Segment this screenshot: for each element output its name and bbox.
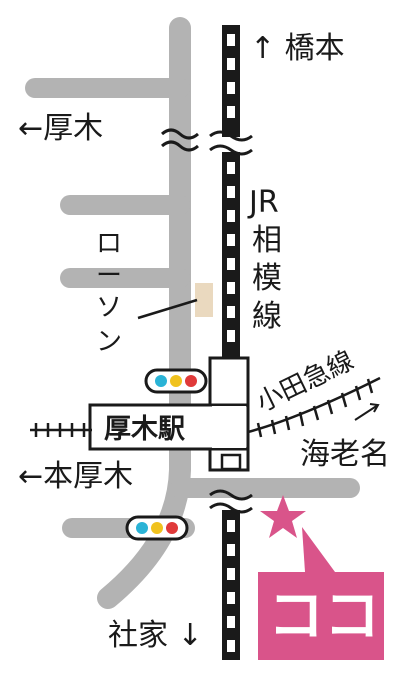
signal-red-light (185, 375, 197, 387)
here-box (258, 572, 384, 660)
traffic-signal-south (125, 515, 189, 541)
label-here: ココ (268, 584, 380, 649)
station-building[interactable] (88, 356, 253, 514)
destination-marker[interactable] (258, 495, 384, 660)
signal-yellow-light (170, 375, 182, 387)
lawson-building[interactable] (195, 283, 213, 317)
label-jr-2: 相 (252, 223, 282, 258)
jr-sagami-line[interactable] (209, 25, 253, 660)
signal-red-light (166, 522, 178, 534)
label-jr-3: 模 (252, 261, 282, 296)
label-lawson-3: ソ (96, 293, 122, 323)
star-icon (260, 495, 306, 538)
label-hashimoto: ↑ 橋本 (250, 31, 345, 66)
odakyu-line[interactable] (30, 376, 381, 438)
road-break-marks (161, 128, 199, 152)
signal-yellow-light (151, 522, 163, 534)
map-labels: ↑ 橋本 ←厚木 JR 相 模 線 ロ ー ソ ン 厚木駅 小田急線 海老名 ←… (18, 31, 390, 653)
label-lawson-4: ン (96, 327, 122, 357)
lawson-leader-line (137, 298, 198, 320)
label-lawson-2: ー (96, 261, 122, 291)
label-hon-atsugi: ←本厚木 (18, 459, 133, 494)
label-odakyu-line: 小田急線 (252, 346, 359, 419)
label-station: 厚木駅 (104, 414, 185, 445)
signal-cyan-light (155, 375, 167, 387)
label-ebina: 海老名 (300, 437, 390, 472)
label-jr-4: 線 (252, 299, 282, 334)
label-lawson-1: ロ (96, 229, 122, 259)
callout-pointer (302, 527, 335, 572)
label-atsugi-west: ←厚木 (18, 111, 103, 146)
rail-dashes (227, 34, 235, 652)
traffic-signal-north (144, 368, 208, 394)
label-jr-1: JR (247, 185, 279, 220)
ebina-arrow (354, 403, 380, 421)
label-shake: 社家 ↓ (108, 618, 203, 653)
signal-cyan-light (136, 522, 148, 534)
